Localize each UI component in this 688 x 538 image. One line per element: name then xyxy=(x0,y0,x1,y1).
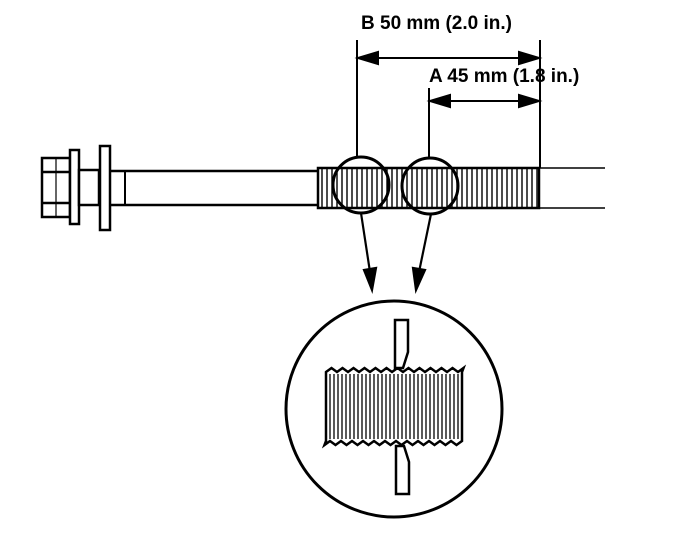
dimension-a xyxy=(426,88,543,158)
thread-gauge-blade-icon xyxy=(394,444,411,496)
bolt-flange xyxy=(68,148,101,226)
thread-magnifier-icon xyxy=(284,299,504,519)
leader-arrows xyxy=(359,212,433,294)
magnified-thread xyxy=(321,364,467,449)
washer-icon xyxy=(98,144,112,232)
bolt-shank xyxy=(110,169,320,207)
thread-gauge-blade-icon xyxy=(393,318,410,370)
dimension-a-label: A 45 mm (1.8 in.) xyxy=(429,66,579,87)
dimension-b xyxy=(354,40,543,168)
bolt-head xyxy=(40,156,72,219)
dimension-b-label: B 50 mm (2.0 in.) xyxy=(361,13,512,34)
bolt-threaded-section xyxy=(316,166,541,210)
bolt-icon xyxy=(40,144,605,232)
